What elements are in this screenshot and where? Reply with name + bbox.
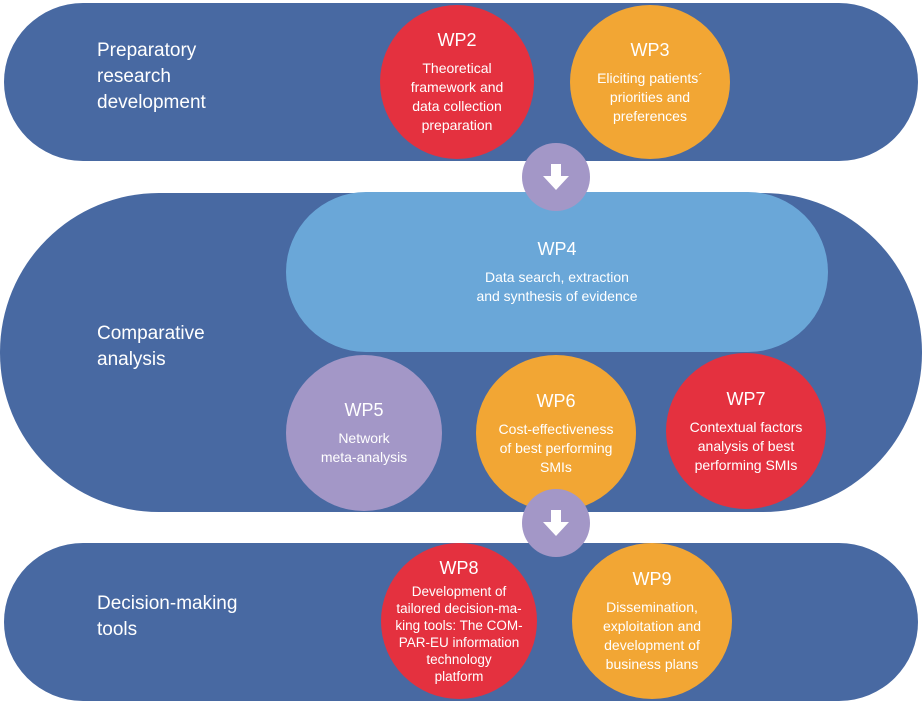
wp2-circle: WP2 Theoretical framework and data colle… xyxy=(380,5,534,159)
wp3-circle: WP3 Eliciting patients´ priorities and p… xyxy=(570,5,730,159)
wp5-desc: Network meta-analysis xyxy=(320,430,408,465)
wp6-desc: Cost-effectiveness of best performing SM… xyxy=(498,420,614,475)
wp5-title: WP5 xyxy=(344,400,384,420)
down-arrow-icon xyxy=(543,164,569,190)
wp3-desc: Eliciting patients´ priorities and prefe… xyxy=(597,69,703,124)
wp9-title: WP9 xyxy=(632,569,672,589)
wp9-circle: WP9 Dissemination, exploitation and deve… xyxy=(572,543,732,699)
band-label-comparative: Comparative analysis xyxy=(97,323,205,370)
arrow-down-1 xyxy=(522,143,590,211)
wp9-desc: Dissemination, exploitation and developm… xyxy=(602,599,702,672)
wp7-desc: Contextual factors analysis of best perf… xyxy=(689,418,803,473)
wp7-circle: WP7 Contextual factors analysis of best … xyxy=(666,353,826,509)
wp4-title: WP4 xyxy=(537,239,577,259)
wp8-desc: Development of tailored decision-ma- kin… xyxy=(395,584,523,684)
arrow-down-2 xyxy=(522,489,590,557)
band-label-preparatory: Preparatory research development xyxy=(97,40,206,113)
wp4-desc: Data search, extraction and synthesis of… xyxy=(476,269,638,304)
down-arrow-icon xyxy=(543,510,569,536)
wp5-circle: WP5 Network meta-analysis xyxy=(286,355,442,511)
wp8-circle: WP8 Development of tailored decision-ma-… xyxy=(381,543,537,699)
wp6-title: WP6 xyxy=(536,390,576,411)
wp2-title: WP2 xyxy=(437,30,477,50)
wp7-title: WP7 xyxy=(726,388,766,409)
wp4-pill: WP4 Data search, extraction and synthesi… xyxy=(286,192,828,352)
wp2-desc: Theoretical framework and data collectio… xyxy=(410,60,504,133)
wp6-circle: WP6 Cost-effectiveness of best performin… xyxy=(476,355,636,511)
band-label-decision: Decision-making tools xyxy=(97,593,238,640)
wp3-title: WP3 xyxy=(630,39,670,60)
wp8-title: WP8 xyxy=(439,558,479,578)
